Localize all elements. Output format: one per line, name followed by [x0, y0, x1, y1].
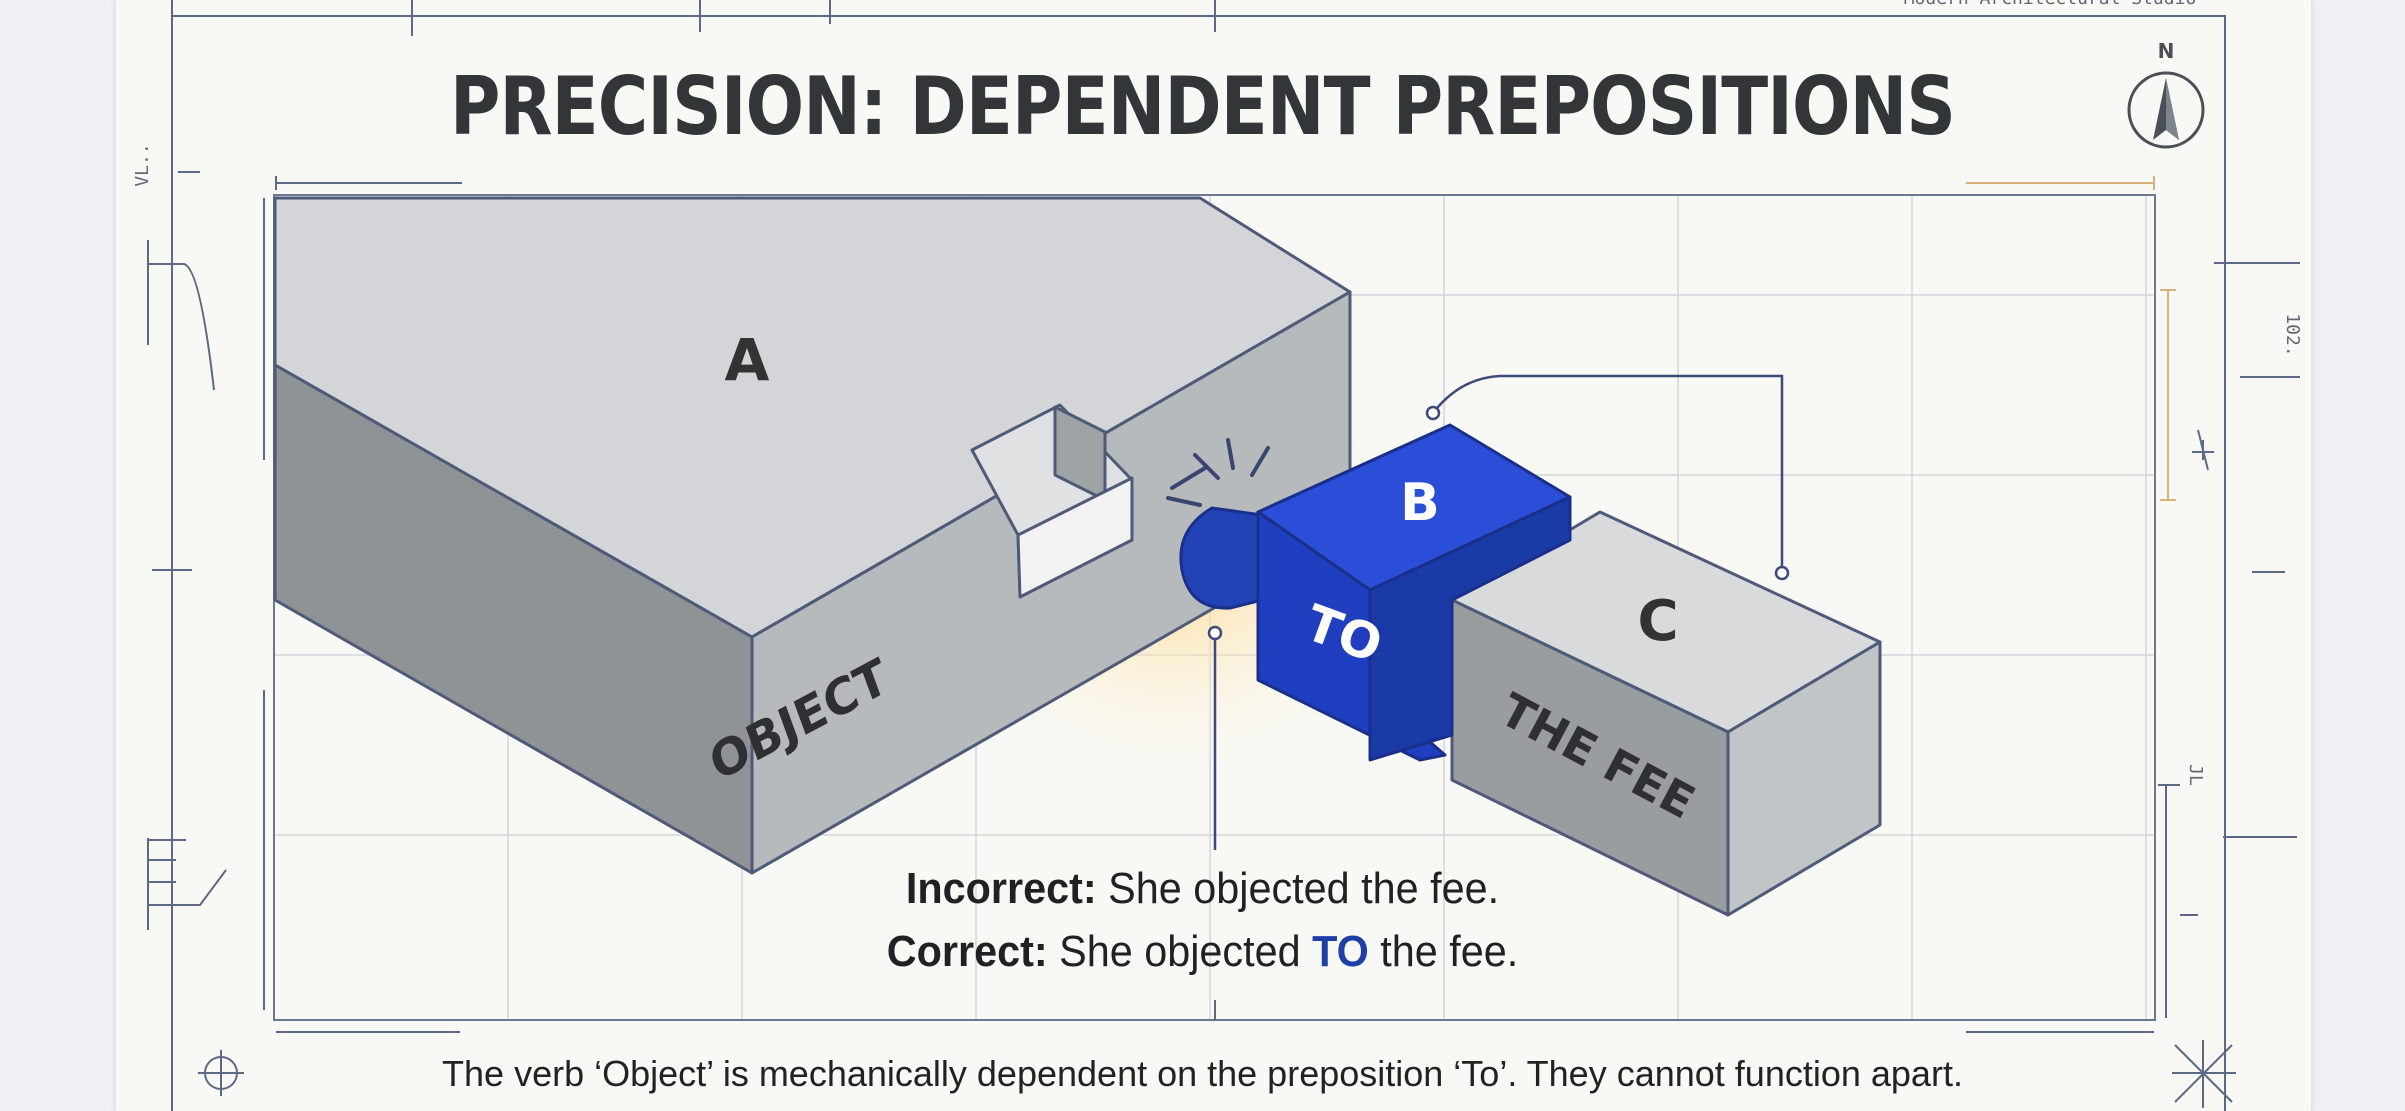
compass-icon: N: [2127, 39, 2205, 149]
correct-label: Correct:: [886, 927, 1048, 976]
dimension-lines: [147, 0, 2300, 1108]
block-a-object: [273, 196, 1352, 875]
block-c-letter: C: [1637, 589, 1678, 654]
correct-preposition: TO: [1312, 927, 1369, 976]
callout-dots: [1207, 405, 1790, 641]
incorrect-example: Incorrect: She objected the fee.: [72, 864, 2333, 914]
correct-example: Correct: She objected TO the fee.: [72, 927, 2333, 977]
compass-north-label: N: [2158, 39, 2175, 63]
margin-mark-right: 102.: [2282, 313, 2303, 356]
impact-burst-icon: [1166, 438, 1270, 507]
outer-frame: [171, 0, 2226, 1111]
block-a-letter: A: [725, 326, 770, 394]
correct-sentence-after: the fee.: [1368, 927, 1519, 976]
callout-lines: [1213, 374, 1784, 850]
block-c-fee: [1450, 510, 1882, 917]
incorrect-sentence: She objected the fee.: [1096, 864, 1500, 913]
studio-name: Modern Architectural Studio: [1904, 0, 2197, 9]
correct-sentence-before: She objected: [1047, 927, 1313, 976]
block-b-to: [1179, 423, 1572, 762]
page-title: PRECISION: DEPENDENT PREPOSITIONS: [449, 60, 1956, 153]
explanation-caption: The verb ‘Object’ is mechanically depend…: [442, 1053, 1963, 1094]
margin-mark-right-mid: JL: [2185, 764, 2206, 786]
margin-mark-left: VL..: [132, 143, 153, 186]
block-b-letter: B: [1400, 473, 1440, 533]
incorrect-label: Incorrect:: [905, 864, 1097, 913]
